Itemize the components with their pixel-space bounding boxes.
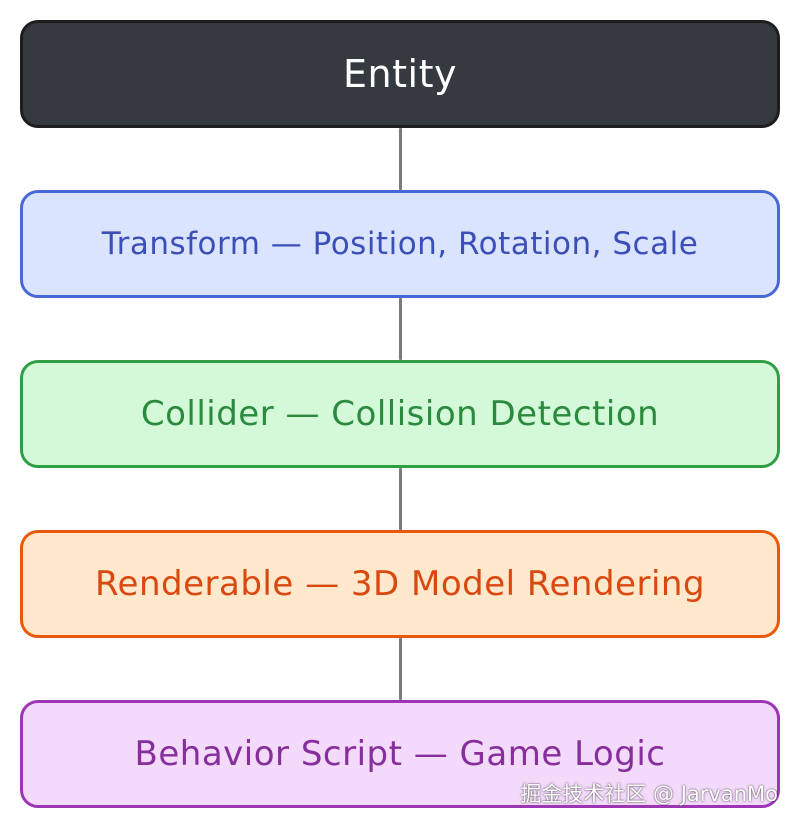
connector-entity-transform (399, 128, 402, 190)
connector-renderable-behavior (399, 638, 402, 700)
node-behavior-script-label: Behavior Script — Game Logic (134, 734, 666, 774)
node-entity-label: Entity (343, 52, 457, 96)
node-transform: Transform — Position, Rotation, Scale (20, 190, 780, 298)
connector-collider-renderable (399, 468, 402, 530)
node-transform-label: Transform — Position, Rotation, Scale (101, 226, 699, 262)
connector-transform-collider (399, 298, 402, 360)
watermark: 掘金技术社区 @ JarvanMo (520, 782, 778, 806)
node-behavior-script: Behavior Script — Game Logic (20, 700, 780, 808)
node-collider-label: Collider — Collision Detection (140, 394, 660, 434)
node-renderable-label: Renderable — 3D Model Rendering (94, 564, 706, 604)
node-renderable: Renderable — 3D Model Rendering (20, 530, 780, 638)
node-entity: Entity (20, 20, 780, 128)
node-collider: Collider — Collision Detection (20, 360, 780, 468)
